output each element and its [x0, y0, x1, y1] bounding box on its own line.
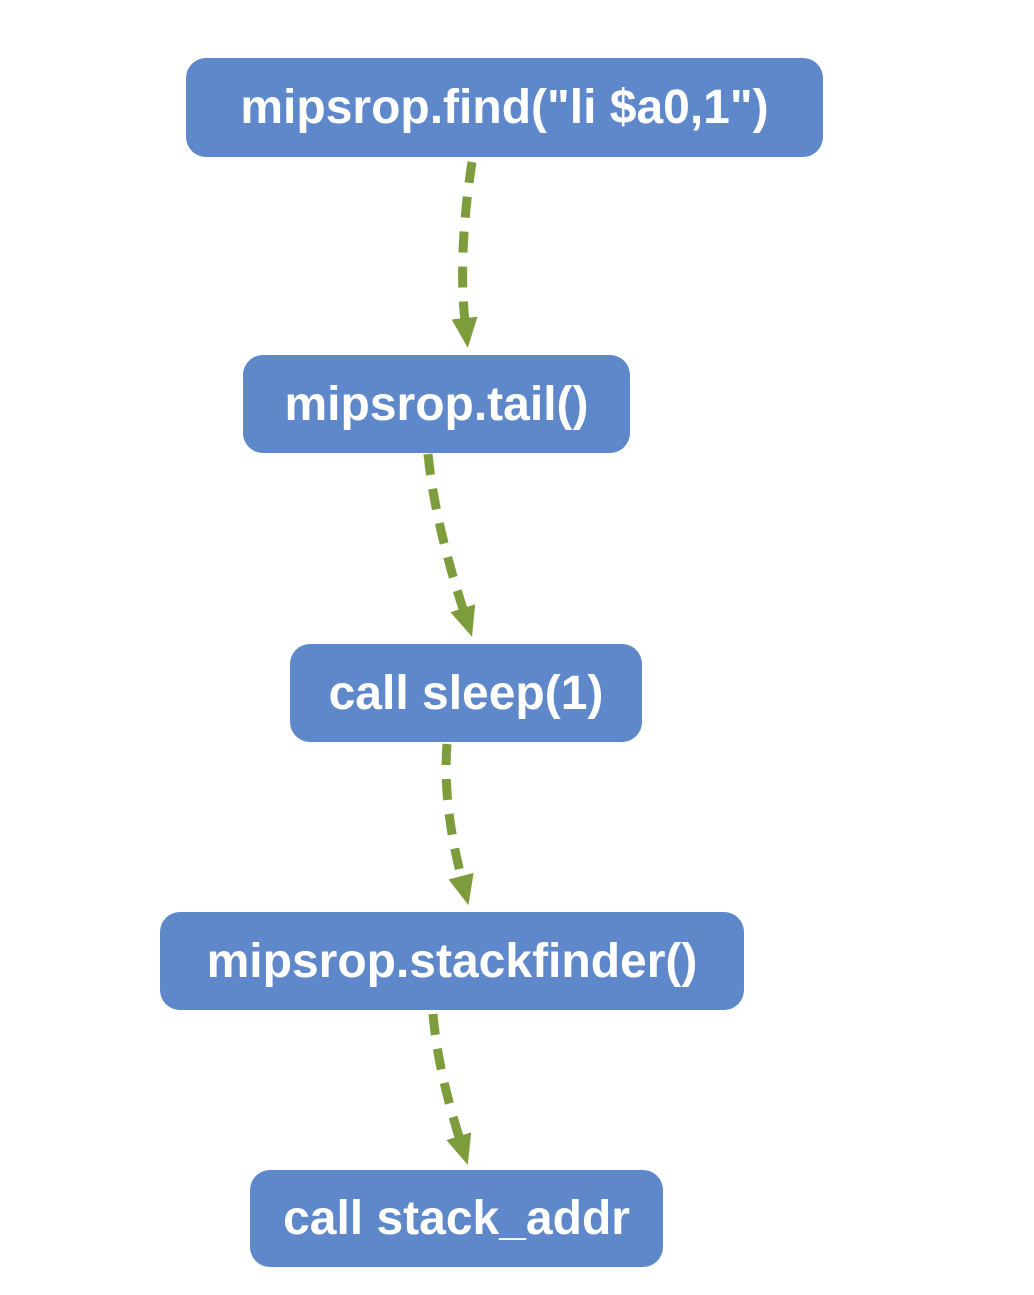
node-call-stack-addr: call stack_addr [250, 1170, 663, 1267]
node-mipsrop-tail: mipsrop.tail() [243, 355, 630, 453]
node-mipsrop-find: mipsrop.find("li $a0,1") [186, 58, 823, 157]
node-call-sleep: call sleep(1) [290, 644, 642, 742]
node-mipsrop-stackfinder: mipsrop.stackfinder() [160, 912, 744, 1010]
edge-find-to-tail [451, 161, 478, 348]
edge-tail-to-sleep [423, 453, 476, 637]
edge-sleep-to-stackfinder [441, 743, 474, 906]
edge-stackfinder-to-stackaddr [428, 1013, 472, 1165]
